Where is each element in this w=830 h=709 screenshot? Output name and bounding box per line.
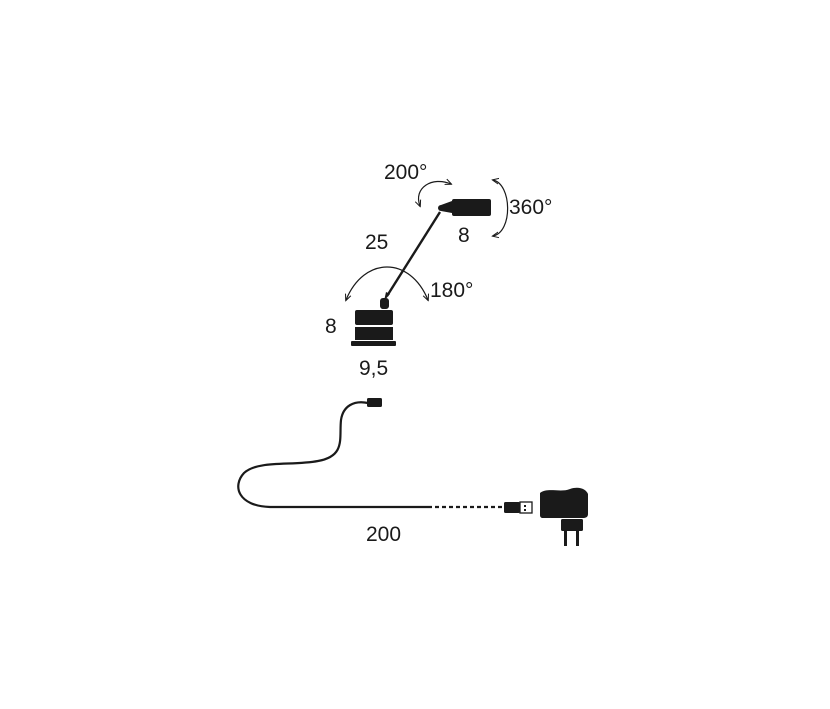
label-head-rotate: 360° — [509, 196, 552, 219]
cable-line — [237, 401, 428, 509]
label-arm-length: 25 — [365, 231, 388, 254]
usb-connector — [504, 501, 533, 514]
lamp-arm — [385, 211, 442, 297]
label-base-height: 8 — [325, 315, 337, 338]
lamp-head-pivot — [438, 205, 444, 211]
usb-plug-body — [504, 502, 520, 513]
lamp-head — [438, 199, 491, 216]
label-cable-length: 200 — [366, 523, 401, 546]
usb-plug-slot-2 — [524, 509, 526, 511]
power-cable — [237, 398, 504, 509]
head-rotate-arrow — [493, 180, 509, 236]
base-pivot-arrow — [346, 266, 428, 300]
label-head-tilt: 200° — [384, 161, 427, 184]
head-tilt-arrow — [419, 181, 451, 206]
usb-plug-metal — [519, 501, 533, 514]
adapter-neck — [561, 519, 583, 531]
base-body-bottom — [355, 327, 393, 340]
base-knob — [380, 298, 389, 309]
adapter-body — [540, 487, 588, 518]
base-body-top — [355, 310, 393, 325]
adapter-prong-left — [564, 531, 567, 546]
adapter-prong-right — [576, 531, 579, 546]
lamp-base — [351, 298, 396, 346]
label-head-size: 8 — [458, 224, 470, 247]
label-base-width: 9,5 — [359, 357, 388, 380]
cable-plug-micro — [367, 398, 382, 407]
label-base-pivot: 180° — [430, 279, 473, 302]
lamp-head-body — [452, 199, 491, 216]
usb-plug-slot-1 — [524, 505, 526, 507]
wall-adapter — [540, 487, 588, 546]
base-foot — [351, 341, 396, 346]
